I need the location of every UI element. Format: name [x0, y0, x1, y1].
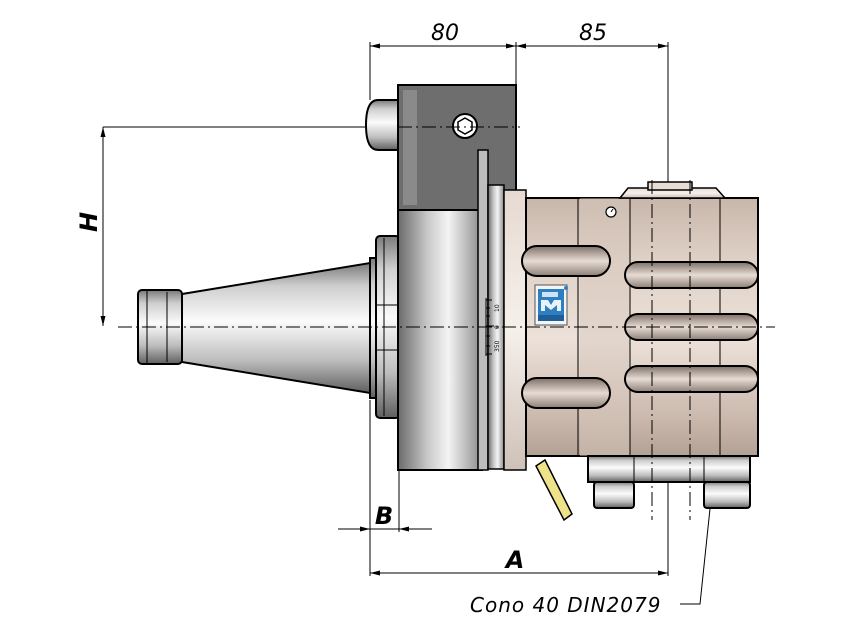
mg-logo-icon	[534, 284, 568, 326]
dim-h-label: H	[75, 212, 103, 232]
dim-85-label: 85	[579, 21, 607, 46]
center-lines	[118, 126, 775, 520]
dimension-lines	[100, 42, 714, 605]
tool-head	[503, 181, 759, 471]
bottom-block	[535, 455, 751, 522]
steel-disc: 10 0 350	[364, 84, 517, 471]
socket-screw-icon	[452, 113, 478, 139]
dim-a-label: A	[504, 546, 525, 574]
scale-label-350: 350	[494, 340, 501, 352]
cone-callout: Cono 40 DIN2079	[470, 593, 661, 617]
dial-indicator-icon	[605, 206, 617, 218]
scale-label-10: 10	[494, 304, 501, 312]
taper-shank	[137, 235, 401, 419]
dim-b-label: B	[375, 502, 393, 530]
dim-80-label: 80	[431, 21, 459, 46]
